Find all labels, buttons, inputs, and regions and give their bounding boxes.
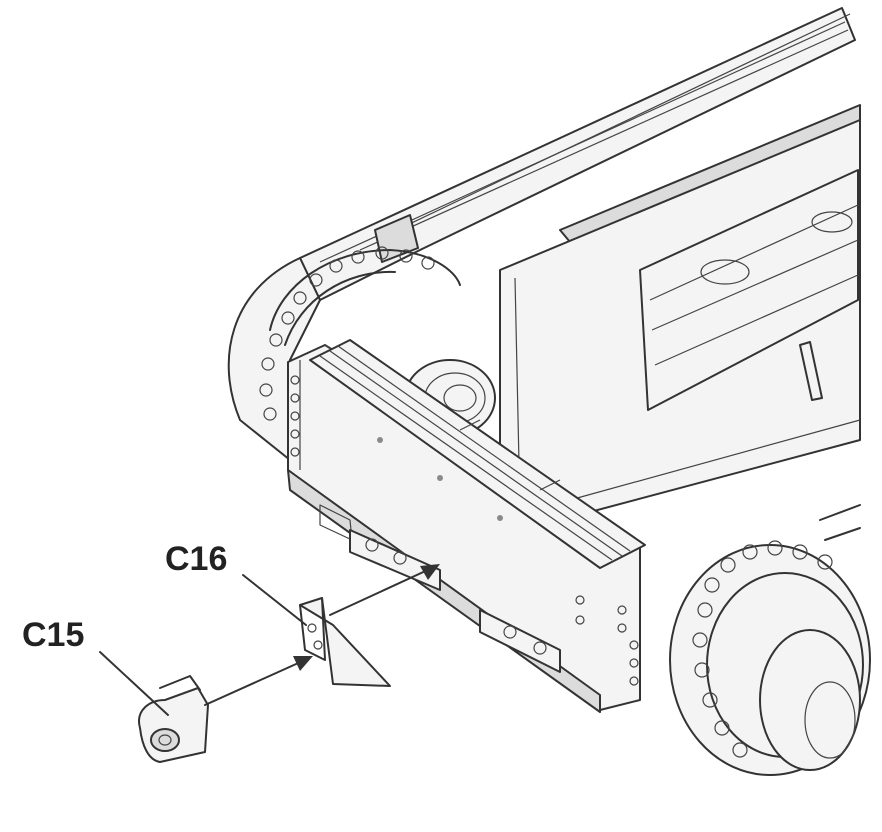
rear-deck-strips [309,339,646,569]
arrow-head-c15 [293,656,313,671]
leader-line-c15 [99,651,169,716]
hull-side-panel [499,119,861,521]
arrow-c15-to-c16 [204,659,306,706]
drive-sprocket [669,504,871,776]
assembly-arrows [204,564,440,706]
arrow-c16-to-hull [329,567,433,616]
part-c16-bracket [299,597,391,687]
leader-line-c16 [242,574,307,626]
callout-c16: C16 [165,540,227,578]
callout-c15: C15 [22,616,84,654]
rear-idler-wheel [227,246,496,461]
arrow-head-c16 [420,564,440,580]
part-c15-fitting [138,675,209,763]
